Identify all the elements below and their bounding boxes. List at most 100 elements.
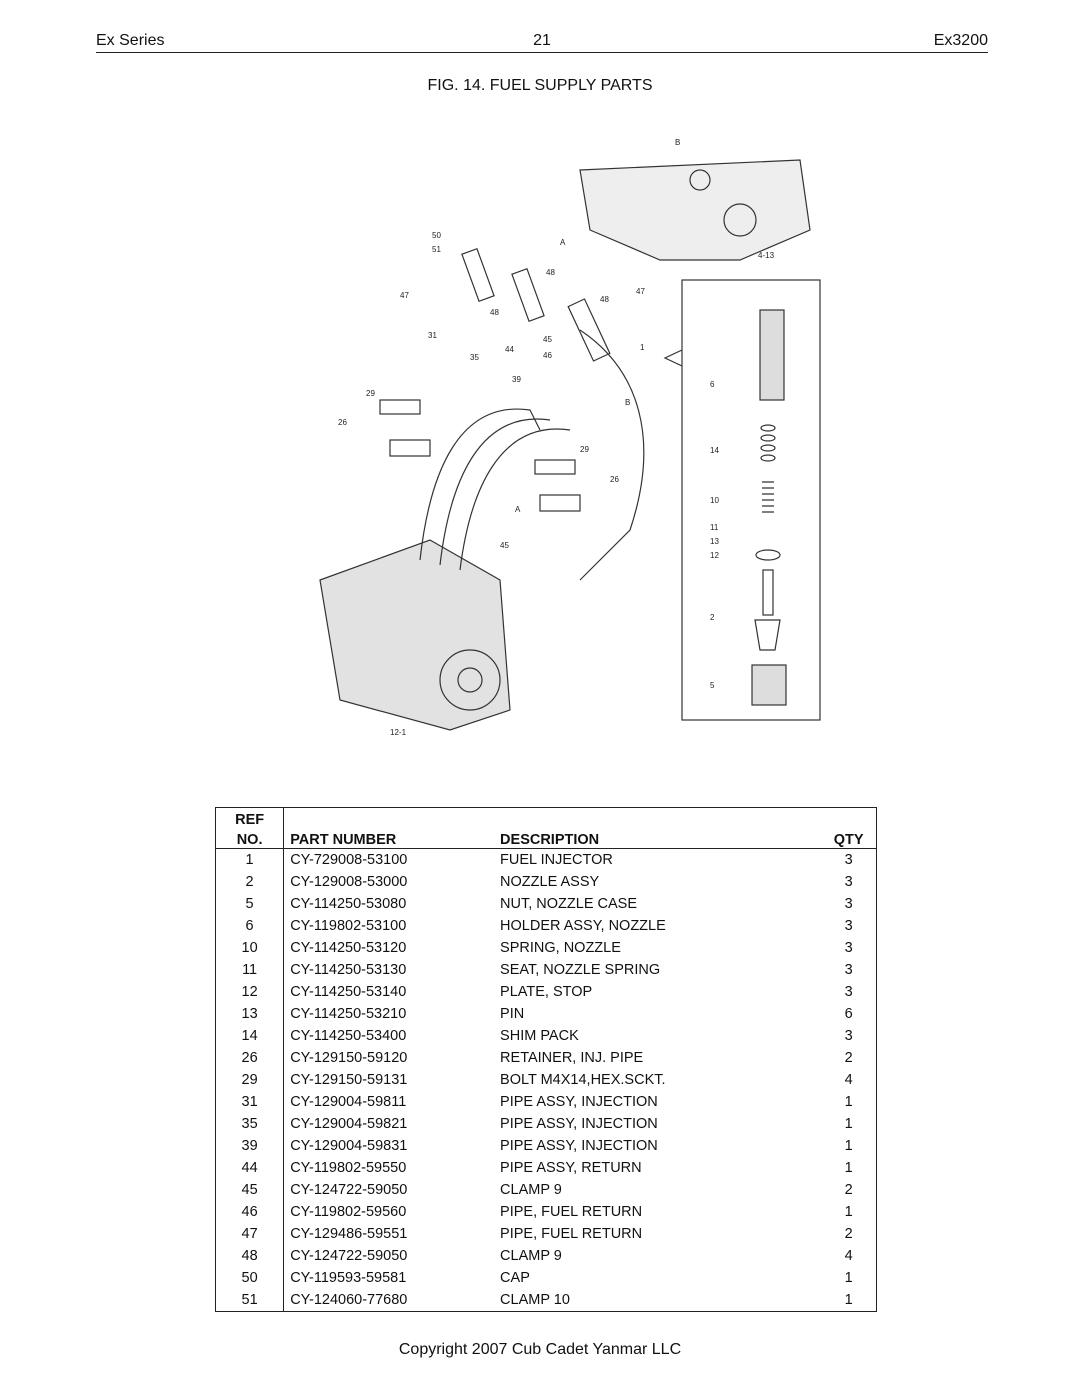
callout-label: 26 [610,475,619,484]
ref-cell: 11 [215,959,285,981]
page-number: 21 [533,32,551,49]
ref-cell: 47 [215,1223,285,1245]
description-cell: PIPE ASSY, INJECTION [500,1094,658,1110]
part-number-cell: CY-114250-53140 [290,984,407,1000]
injection-pipe-shape [439,418,551,566]
callout-label: A [515,505,521,514]
detail-pointer-shape [663,349,683,367]
callout-label: 5 [710,681,715,690]
ref-cell: 44 [215,1157,285,1179]
description-cell: CLAMP 9 [500,1248,562,1264]
nozzle-holder-shape [759,309,785,401]
callout-label: 45 [543,335,552,344]
part-number-cell: CY-129150-59131 [290,1072,408,1088]
part-number-cell: CY-129004-59831 [290,1138,408,1154]
callout-label: 29 [366,389,375,398]
description-cell: SEAT, NOZZLE SPRING [500,962,661,978]
table-row: 47 CY-129486-59551 PIPE, FUEL RETURN 2 [215,1223,877,1245]
part-number-cell: CY-129486-59551 [290,1226,408,1242]
ref-no-header: NO. [215,828,285,849]
table-row: 39 CY-129004-59831 PIPE ASSY, INJECTION 1 [215,1135,877,1157]
return-line-shape [579,329,645,581]
qty-cell: 3 [844,874,853,890]
shim-shape [760,454,776,462]
copyright-text: Copyright 2007 Cub Cadet Yanmar LLC [398,1341,682,1358]
cylinder-head-shape [579,159,811,261]
callout-label: 4-13 [758,251,775,260]
callout-label: 48 [546,268,555,277]
part-number-cell: CY-119802-59560 [290,1204,407,1220]
retainer-shape [534,459,576,475]
ref-cell: 6 [215,915,285,937]
callout-label: 13 [710,537,719,546]
description-cell: SPRING, NOZZLE [500,940,621,956]
nozzle-needle-shape [762,569,774,616]
description-cell: NOZZLE ASSY [500,874,600,890]
head-port-shape [723,203,757,237]
injection-pipe-shape [419,408,541,561]
injector-shape [511,268,545,322]
callout-label: 48 [490,308,499,317]
qty-cell: 1 [844,1138,853,1154]
qty-cell: 2 [844,1226,853,1242]
part-number-cell: CY-124722-59050 [290,1248,408,1264]
injector-shape [461,248,495,302]
callout-label: 46 [543,351,552,360]
qty-cell: 4 [844,1072,853,1088]
ref-header: REF [215,807,285,828]
description-cell: PLATE, STOP [500,984,593,1000]
part-number-cell: CY-129004-59821 [290,1116,408,1132]
callout-label: 31 [428,331,437,340]
ref-cell: 5 [215,893,285,915]
callout-label: 50 [432,231,441,240]
callout-label: 47 [400,291,409,300]
callout-label: B [675,138,680,147]
callout-label: 44 [505,345,514,354]
retainer-shape [379,399,421,415]
ref-cell: 13 [215,1003,285,1025]
injector-shape [567,298,611,362]
series-label: Ex Series [96,32,165,49]
description-cell: HOLDER ASSY, NOZZLE [500,918,666,934]
description-cell: PIPE, FUEL RETURN [500,1226,643,1242]
nozzle-body-shape [754,619,781,651]
qty-cell: 3 [844,984,853,1000]
callout-label: B [625,398,630,407]
qty-cell: 6 [844,1006,853,1022]
shim-shape [760,424,776,432]
pump-hub-shape [457,667,483,693]
stop-plate-shape [755,549,781,561]
part-number-cell: CY-129004-59811 [290,1094,407,1110]
callout-label: 12-1 [390,728,407,737]
part-number-cell: CY-114250-53120 [290,940,407,956]
description-cell: PIPE, FUEL RETURN [500,1204,643,1220]
qty-cell: 3 [844,852,853,868]
callout-label: 10 [710,496,719,505]
table-header-row: NO. PART NUMBER DESCRIPTION QTY [215,828,877,849]
ref-cell: 31 [215,1091,285,1113]
callout-label: 39 [512,375,521,384]
ref-cell: 46 [215,1201,285,1223]
callout-label: 11 [710,523,719,532]
callout-label: 48 [600,295,609,304]
description-cell: NUT, NOZZLE CASE [500,896,638,912]
description-cell: PIPE ASSY, INJECTION [500,1138,658,1154]
description-cell: PIPE ASSY, RETURN [500,1160,642,1176]
callout-label: 2 [710,613,715,622]
part-number-cell: CY-114250-53080 [290,896,407,912]
description-header: DESCRIPTION [494,828,822,849]
ref-cell: 39 [215,1135,285,1157]
ref-cell: 51 [215,1289,285,1312]
ref-cell: 10 [215,937,285,959]
callout-label: 14 [710,446,719,455]
part-number-cell: CY-124060-77680 [290,1292,408,1308]
